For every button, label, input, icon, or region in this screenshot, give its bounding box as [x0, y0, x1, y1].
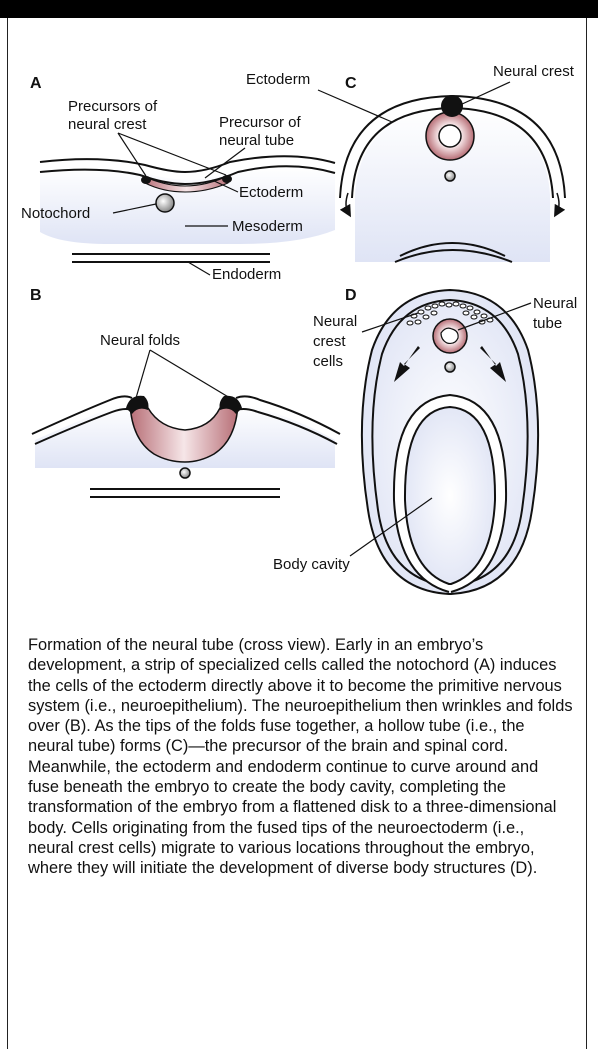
label-mesoderm: Mesoderm	[232, 218, 303, 235]
panel-c-neural-crest	[441, 95, 463, 117]
label-precursors-neural-crest-2: neural crest	[68, 116, 147, 133]
label-neural-crest-cells-1: Neural	[313, 313, 357, 330]
panel-b: B Neural folds	[30, 287, 340, 497]
panel-b-notochord	[180, 468, 190, 478]
figure-caption: Formation of the neural tube (cross view…	[28, 635, 573, 879]
label-precursor-neural-tube-2: neural tube	[219, 132, 294, 149]
panel-c-neural-canal	[439, 125, 461, 147]
label-endoderm: Endoderm	[212, 266, 281, 283]
panel-a-label: A	[30, 75, 42, 92]
panel-a: A Precursors of neural crest Precursor o…	[21, 75, 335, 283]
label-neural-folds: Neural folds	[100, 332, 180, 349]
label-neural-crest-cells-2: crest	[313, 333, 346, 350]
panel-c-arrow-left	[346, 193, 348, 212]
panel-a-crest-precursor-right	[222, 175, 232, 183]
panel-d-label: D	[345, 287, 357, 304]
panel-a-notochord	[156, 194, 174, 212]
label-ectoderm-a: Ectoderm	[239, 184, 303, 201]
label-neural-tube-1: Neural	[533, 295, 577, 312]
neural-tube-diagram: A Precursors of neural crest Precursor o…	[0, 0, 598, 620]
panel-b-leaders	[136, 350, 230, 398]
label-body-cavity: Body cavity	[273, 556, 350, 573]
label-precursor-neural-tube-1: Precursor of	[219, 114, 302, 131]
label-precursors-neural-crest-1: Precursors of	[68, 98, 158, 115]
panel-d-body-cavity-inner	[405, 407, 495, 584]
panel-c-notochord	[445, 171, 455, 181]
panel-d-notochord	[445, 362, 455, 372]
label-neural-crest-cells-3: cells	[313, 353, 343, 370]
label-neural-crest: Neural crest	[493, 63, 575, 80]
label-neural-tube-2: tube	[533, 315, 562, 332]
panel-a-crest-precursor-left	[141, 176, 151, 184]
panel-c-label: C	[345, 75, 357, 92]
label-ectoderm-c: Ectoderm	[246, 71, 310, 88]
label-notochord: Notochord	[21, 205, 90, 222]
panel-c-arrow-right	[557, 193, 559, 212]
panel-d-neural-canal	[441, 328, 458, 343]
panel-b-label: B	[30, 287, 42, 304]
